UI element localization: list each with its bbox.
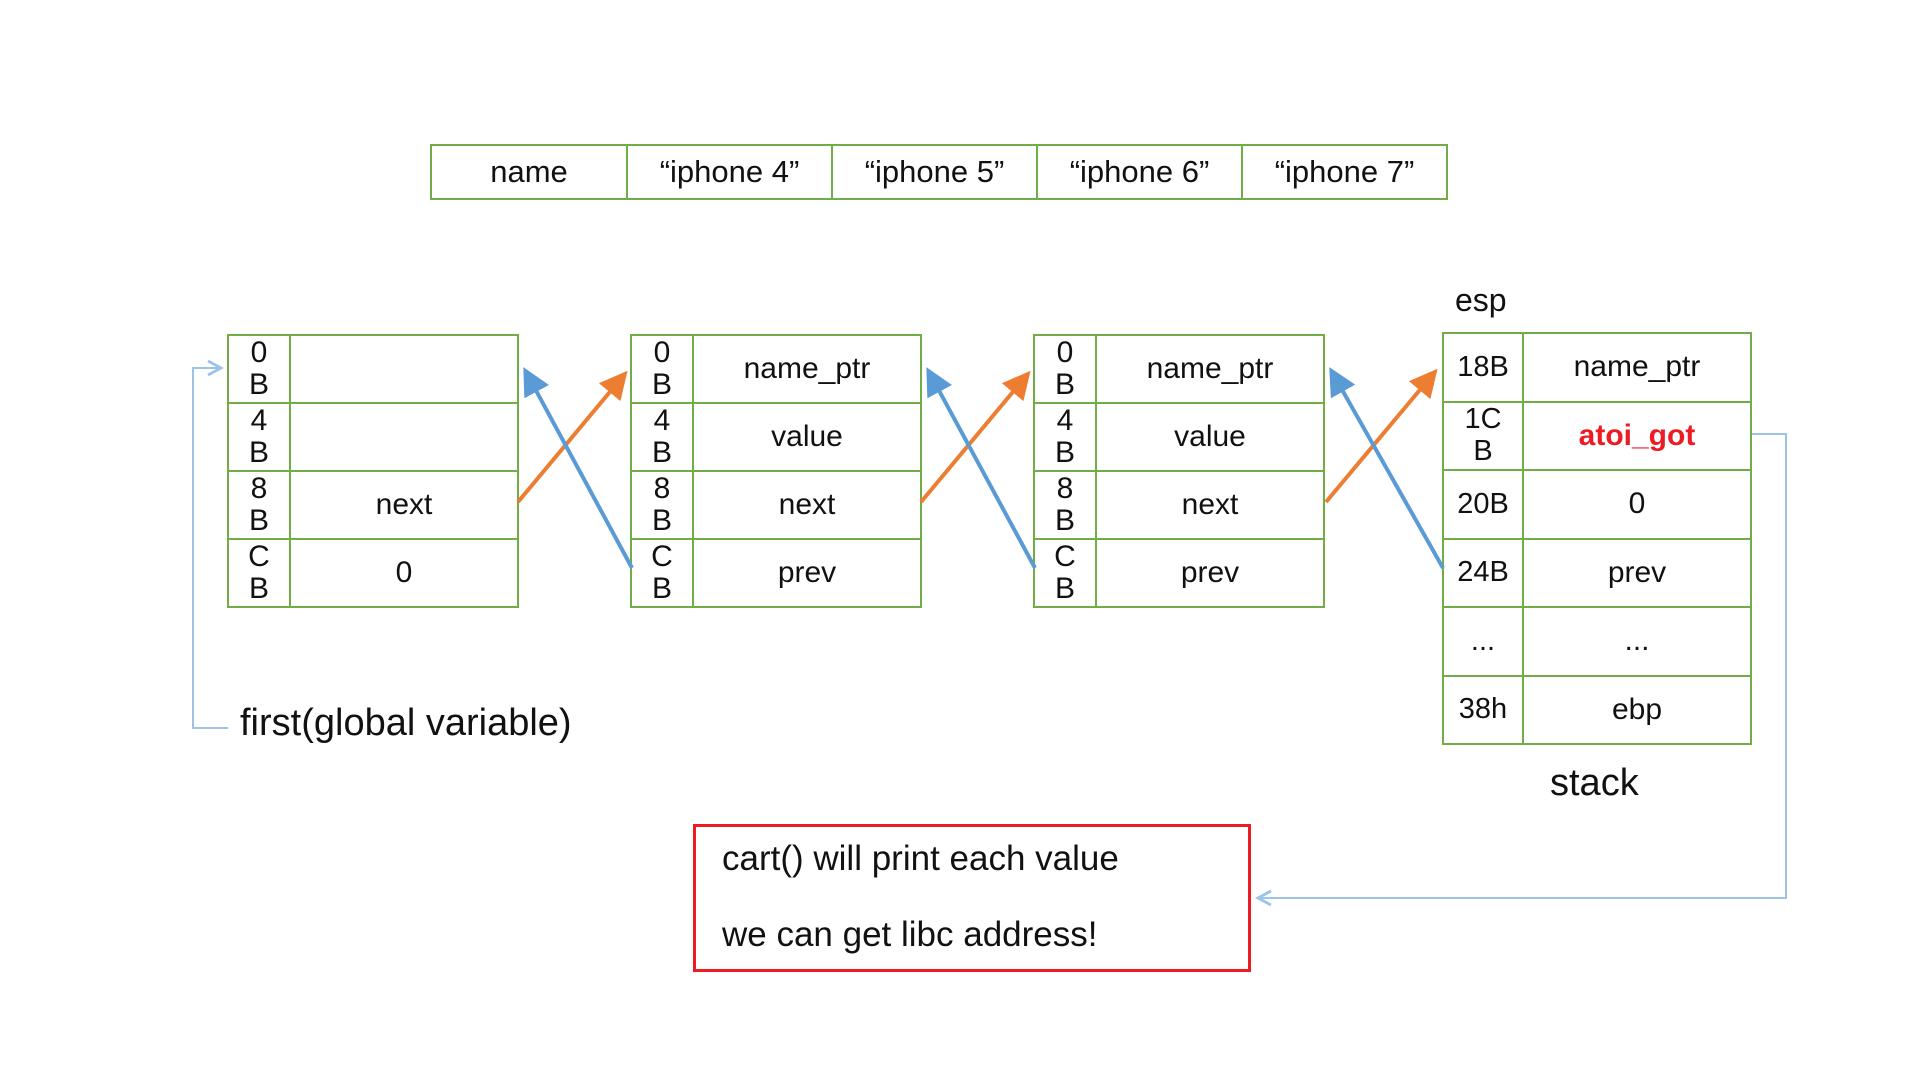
note-line-1: cart() will print each value xyxy=(722,839,1119,878)
offset-cell: 38h xyxy=(1442,674,1524,745)
offset-cell: C B xyxy=(630,538,694,608)
iphone6-cell: “iphone 6” xyxy=(1036,144,1243,200)
iphone7-cell: “iphone 7” xyxy=(1241,144,1448,200)
offset-cell: 0 B xyxy=(1033,334,1097,404)
stack-table: 18B name_ptr 1C B atoi_got 20B 0 24B pre… xyxy=(1442,332,1752,745)
offset-cell: 8 B xyxy=(227,470,291,540)
name-cell: name xyxy=(430,144,628,200)
table-row: C B prev xyxy=(630,538,922,608)
offset-cell: 18B xyxy=(1442,332,1524,403)
value-cell xyxy=(289,402,519,472)
value-cell: name_ptr xyxy=(1522,332,1752,403)
first-pointer-line xyxy=(192,359,228,729)
value-cell: next xyxy=(289,470,519,540)
value-cell: ebp xyxy=(1522,674,1752,745)
value-cell: next xyxy=(692,470,922,540)
value-cell: name_ptr xyxy=(1095,334,1325,404)
table-row: C B 0 xyxy=(227,538,519,608)
table-row: 8 B next xyxy=(630,470,922,540)
table-row: ... ... xyxy=(1442,606,1752,677)
list-node-2: 0 B name_ptr 4 B value 8 B next C B prev xyxy=(630,334,922,608)
value-cell: value xyxy=(692,402,922,472)
table-row: 0 B name_ptr xyxy=(1033,334,1325,404)
next-arrow-node3-to-stack xyxy=(1324,368,1438,504)
offset-cell: 8 B xyxy=(1033,470,1097,540)
esp-register-label: esp xyxy=(1455,282,1507,318)
stack-caption: stack xyxy=(1550,762,1639,804)
offset-cell: C B xyxy=(1033,538,1097,608)
value-cell: prev xyxy=(1095,538,1325,608)
table-row: 20B 0 xyxy=(1442,469,1752,540)
prev-arrow-node2-to-node1 xyxy=(523,367,634,569)
offset-cell: 0 B xyxy=(227,334,291,404)
table-row: 8 B next xyxy=(1033,470,1325,540)
value-cell: next xyxy=(1095,470,1325,540)
offset-cell: ... xyxy=(1442,606,1524,677)
offset-cell: 20B xyxy=(1442,469,1524,540)
next-arrow-node1-to-node2 xyxy=(516,370,628,504)
table-row: 0 B name_ptr xyxy=(630,334,922,404)
prev-arrow-node3-to-node2 xyxy=(926,367,1037,569)
note-line-2: we can get libc address! xyxy=(722,915,1098,954)
table-row: 4 B value xyxy=(1033,402,1325,472)
next-arrow-node2-to-node3 xyxy=(919,370,1031,504)
list-node-3: 0 B name_ptr 4 B value 8 B next C B prev xyxy=(1033,334,1325,608)
offset-cell: C B xyxy=(227,538,291,608)
table-row: 0 B xyxy=(227,334,519,404)
offset-cell: 8 B xyxy=(630,470,694,540)
value-cell xyxy=(289,334,519,404)
table-row: 1C B atoi_got xyxy=(1442,400,1752,471)
offset-cell: 4 B xyxy=(227,402,291,472)
table-row: 4 B xyxy=(227,402,519,472)
offset-cell: 1C B xyxy=(1442,400,1524,471)
value-cell: name_ptr xyxy=(692,334,922,404)
iphone5-cell: “iphone 5” xyxy=(831,144,1038,200)
first-global-variable-label: first(global variable) xyxy=(240,702,572,744)
iphone4-cell: “iphone 4” xyxy=(626,144,833,200)
table-row: C B prev xyxy=(1033,538,1325,608)
value-cell: 0 xyxy=(1522,469,1752,540)
table-row: 38h ebp xyxy=(1442,674,1752,745)
name-strings-table: name “iphone 4” “iphone 5” “iphone 6” “i… xyxy=(430,144,1448,200)
table-row: 24B prev xyxy=(1442,537,1752,608)
table-row: 4 B value xyxy=(630,402,922,472)
table-row: name “iphone 4” “iphone 5” “iphone 6” “i… xyxy=(430,144,1448,200)
table-row: 18B name_ptr xyxy=(1442,332,1752,403)
offset-cell: 24B xyxy=(1442,537,1524,608)
offset-cell: 0 B xyxy=(630,334,694,404)
offset-cell: 4 B xyxy=(1033,402,1097,472)
list-node-1: 0 B 4 B 8 B next C B 0 xyxy=(227,334,519,608)
note-box: cart() will print each value we can get … xyxy=(693,824,1251,972)
atoi-got-cell: atoi_got xyxy=(1522,400,1752,471)
offset-cell: 4 B xyxy=(630,402,694,472)
value-cell: value xyxy=(1095,402,1325,472)
value-cell: ... xyxy=(1522,606,1752,677)
value-cell: prev xyxy=(692,538,922,608)
table-row: 8 B next xyxy=(227,470,519,540)
value-cell: prev xyxy=(1522,537,1752,608)
value-cell: 0 xyxy=(289,538,519,608)
prev-arrow-stack-to-node3 xyxy=(1329,367,1445,569)
